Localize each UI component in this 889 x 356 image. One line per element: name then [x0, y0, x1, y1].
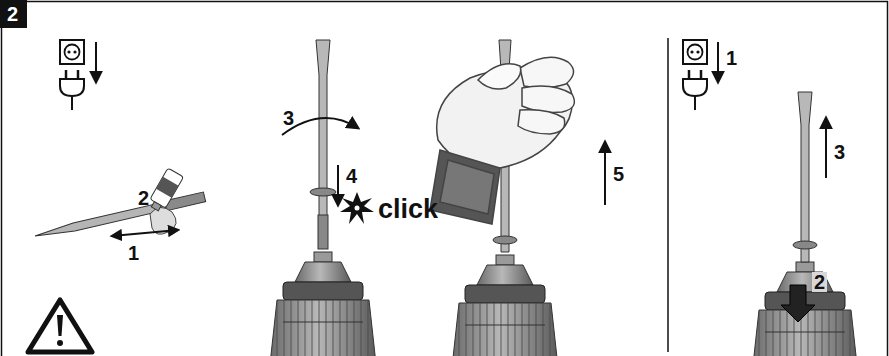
callout-number: 3: [283, 108, 294, 128]
callout-number: 4: [346, 166, 357, 186]
callout-number: 5: [613, 164, 624, 184]
callout-number: 2: [138, 188, 149, 208]
callout-number: 3: [834, 142, 845, 162]
sound-label: click: [378, 196, 438, 223]
figure-number: 2: [7, 4, 18, 24]
callout-number: 1: [128, 243, 139, 263]
callout-number: 2: [812, 272, 827, 292]
callout-number: 1: [726, 48, 737, 68]
